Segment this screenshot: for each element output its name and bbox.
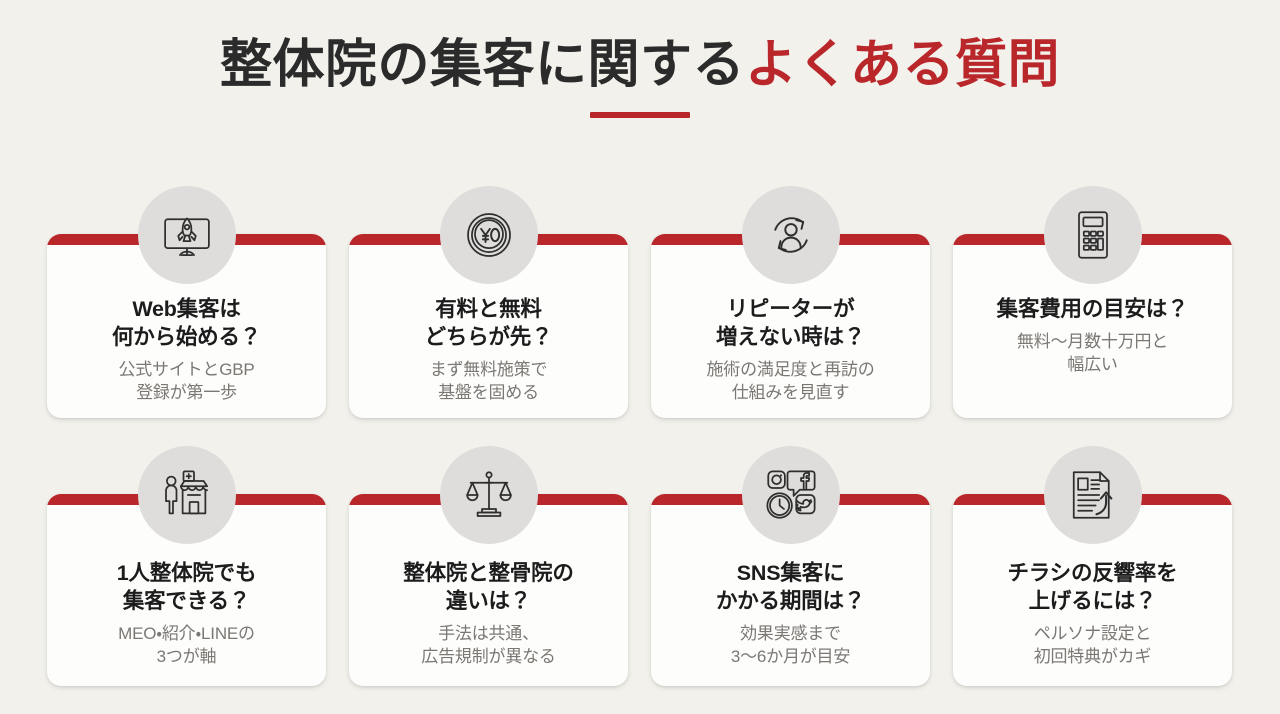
faq-card[interactable]: チラシの反響率を 上げるには？ ペルソナ設定と 初回特典がカギ (953, 446, 1232, 686)
card-text-block: 整体院と整骨院の 違いは？ 手法は共通、 広告規制が異なる (349, 494, 628, 669)
card-subtitle: 効果実感まで 3〜6か月が目安 (730, 623, 851, 666)
title-underline-divider (590, 112, 690, 119)
card-subtitle: 公式サイトとGBP 登録が第一歩 (118, 359, 255, 402)
faq-card[interactable]: 1人整体院でも 集客できる？ MEO・紹介・LINEの 3つが軸 (47, 446, 326, 686)
page-title-accent: よくある質問 (745, 36, 1061, 94)
faq-card[interactable]: リピーターが 増えない時は？ 施術の満足度と再訪の 仕組みを見直す (651, 186, 930, 418)
balance-scales-icon (439, 446, 538, 544)
document-uplift-icon (1043, 446, 1142, 544)
card-title: 集客費用の目安は？ (996, 297, 1189, 321)
page-title-primary: 整体院の集客に関する (219, 36, 745, 94)
page-title: 整体院の集客に関するよくある質問 (0, 36, 1280, 94)
card-subtitle: 施術の満足度と再訪の 仕組みを見直す (706, 359, 875, 402)
card-title: SNS集客に かかる期間は？ (715, 561, 866, 613)
card-text-block: Web集客は 何から始める？ 公式サイトとGBP 登録が第一歩 (47, 234, 326, 405)
person-clinic-icon (137, 446, 236, 544)
faq-card-surface: リピーターが 増えない時は？ 施術の満足度と再訪の 仕組みを見直す (651, 234, 930, 418)
faq-card[interactable]: 有料と無料 どちらが先？ まず無料施策で 基盤を固める (349, 186, 628, 418)
card-title: 1人整体院でも 集客できる？ (116, 561, 257, 613)
card-text-block: リピーターが 増えない時は？ 施術の満足度と再訪の 仕組みを見直す (651, 234, 930, 405)
faq-card[interactable]: 整体院と整骨院の 違いは？ 手法は共通、 広告規制が異なる (349, 446, 628, 686)
card-title: チラシの反響率を 上げるには？ (1007, 561, 1178, 613)
card-title: リピーターが 増えない時は？ (715, 297, 866, 349)
faq-card[interactable]: 集客費用の目安は？ 無料〜月数十万円と 幅広い (953, 186, 1232, 418)
card-text-block: チラシの反響率を 上げるには？ ペルソナ設定と 初回特典がカギ (953, 494, 1232, 669)
faq-card[interactable]: SNS集客に かかる期間は？ 効果実感まで 3〜6か月が目安 (651, 446, 930, 686)
yen-zero-coin-icon (439, 186, 538, 284)
card-subtitle: 無料〜月数十万円と 幅広い (1016, 331, 1169, 374)
sns-clock-icon (741, 446, 840, 544)
card-subtitle: MEO・紹介・LINEの 3つが軸 (118, 623, 255, 666)
card-subtitle: まず無料施策で 基盤を固める (429, 359, 548, 402)
card-title: 有料と無料 どちらが先？ (424, 297, 553, 349)
card-text-block: SNS集客に かかる期間は？ 効果実感まで 3〜6か月が目安 (651, 494, 930, 669)
repeat-customer-icon (741, 186, 840, 284)
card-text-block: 集客費用の目安は？ 無料〜月数十万円と 幅広い (953, 234, 1232, 377)
card-title: 整体院と整骨院の 違いは？ (403, 561, 574, 613)
card-text-block: 有料と無料 どちらが先？ まず無料施策で 基盤を固める (349, 234, 628, 405)
card-subtitle: 手法は共通、 広告規制が異なる (421, 623, 556, 666)
card-text-block: 1人整体院でも 集客できる？ MEO・紹介・LINEの 3つが軸 (47, 494, 326, 669)
faq-card-grid: Web集客は 何から始める？ 公式サイトとGBP 登録が第一歩 有料と無料 どち… (47, 186, 1233, 686)
rocket-monitor-icon (137, 186, 236, 284)
card-subtitle: ペルソナ設定と 初回特典がカギ (1033, 623, 1152, 666)
page-header: 整体院の集客に関するよくある質問 (0, 0, 1280, 119)
card-title: Web集客は 何から始める？ (111, 297, 262, 349)
faq-card[interactable]: Web集客は 何から始める？ 公式サイトとGBP 登録が第一歩 (47, 186, 326, 418)
calculator-icon (1043, 186, 1142, 284)
